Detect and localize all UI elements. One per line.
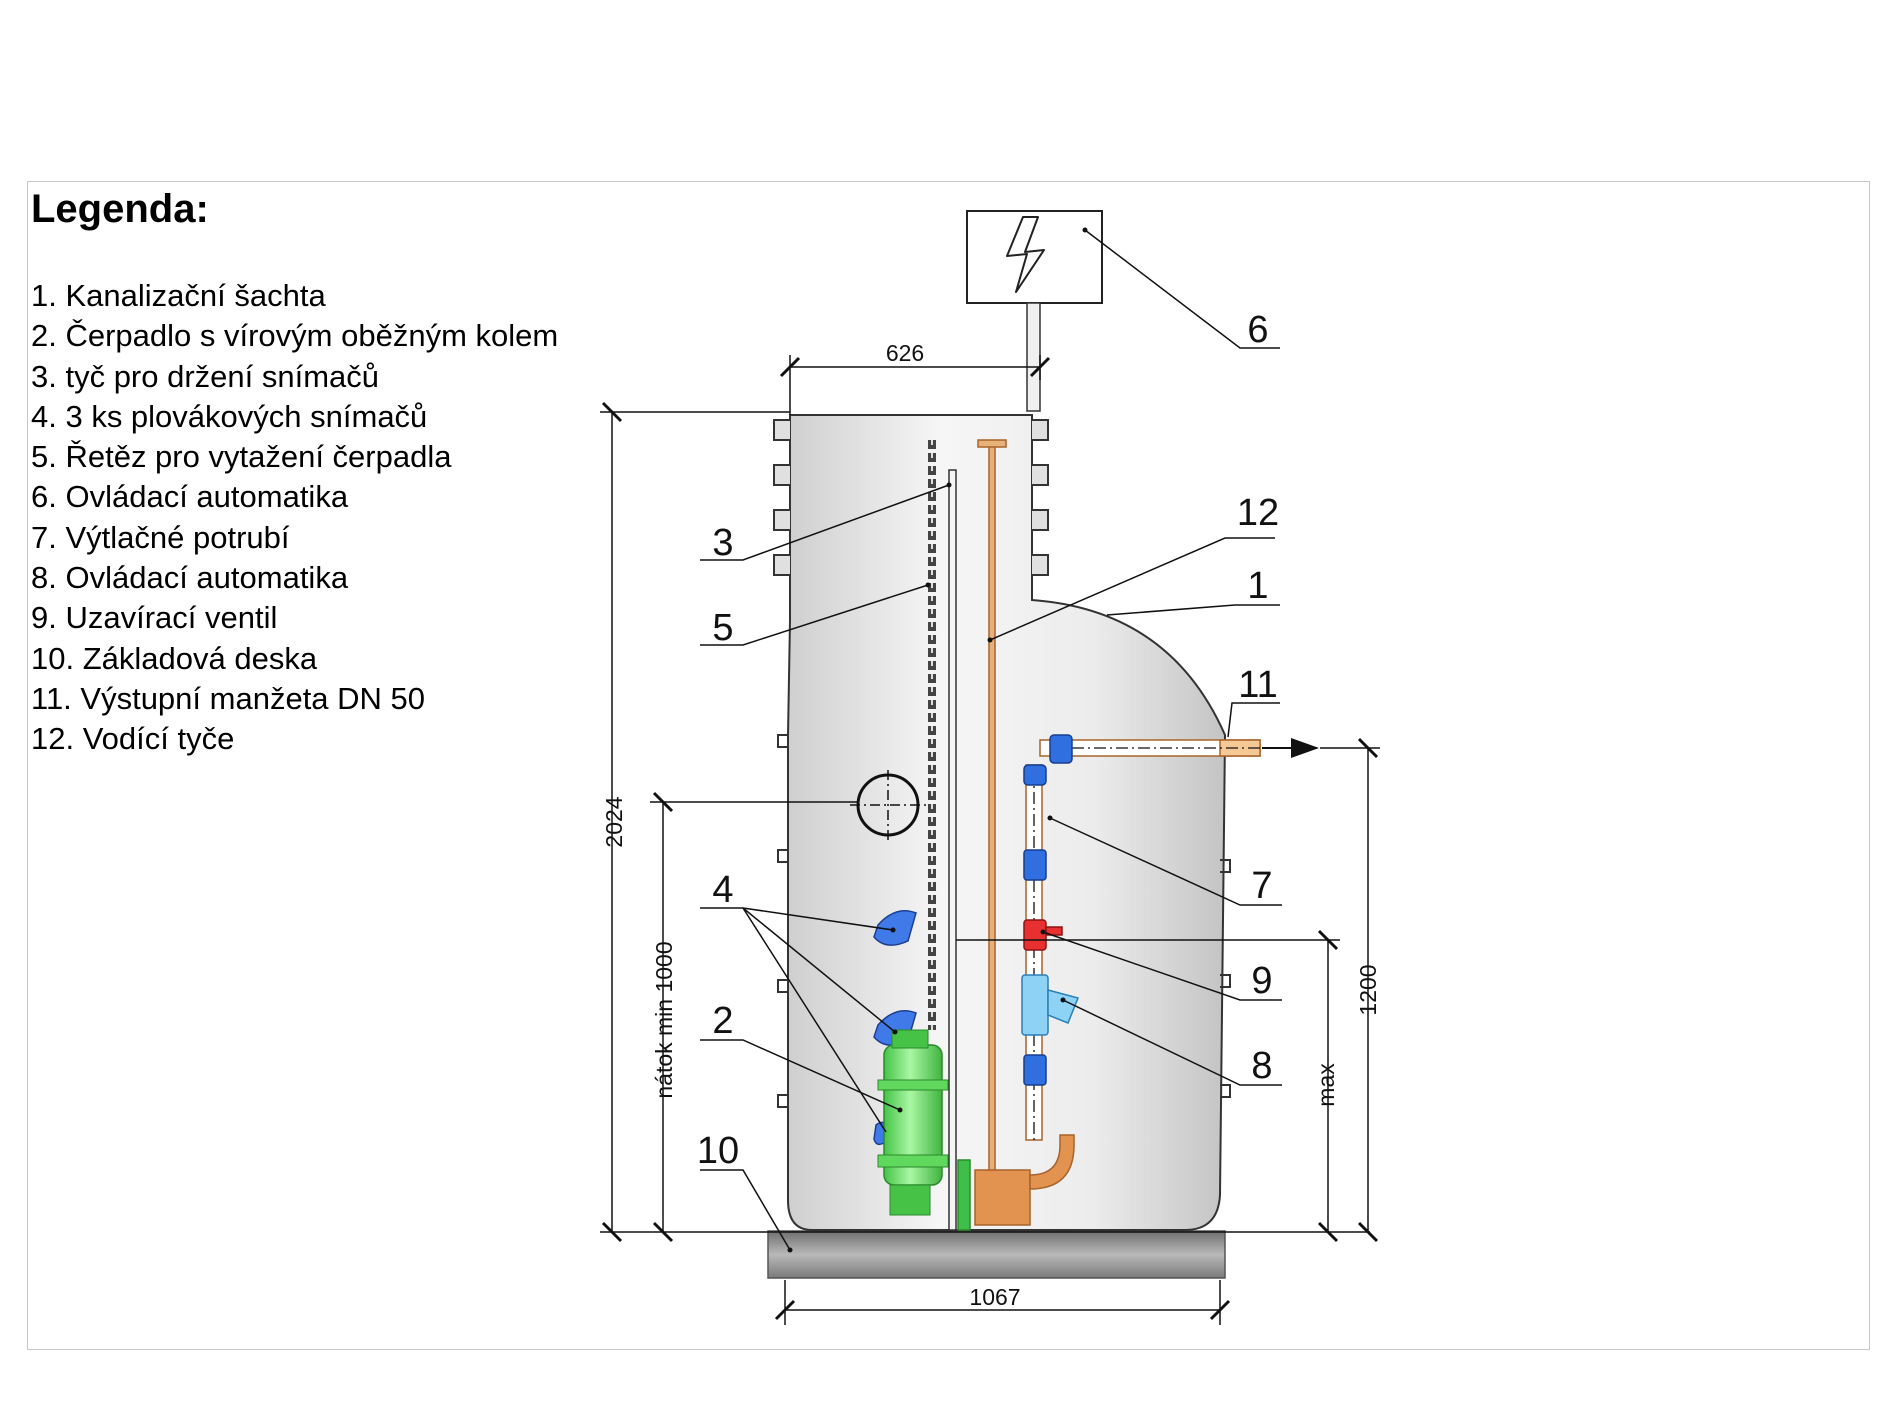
callout-3: 3 xyxy=(712,522,733,564)
dim-base-width: 1067 xyxy=(969,1284,1020,1310)
legend-item: 7. Výtlačné potrubí xyxy=(31,519,290,555)
callout-7: 7 xyxy=(1251,865,1272,907)
base-plate xyxy=(767,1230,1226,1279)
pump xyxy=(877,1029,949,1216)
legend-item: 3. tyč pro držení snímačů xyxy=(31,358,380,394)
pipe-couplings xyxy=(1023,734,1073,1086)
inflow-port xyxy=(850,770,926,840)
guide-rod xyxy=(988,444,996,1181)
dim-max-level: max xyxy=(1313,1063,1339,1107)
shaft-body xyxy=(787,414,1227,1231)
callout-12: 12 xyxy=(1237,492,1279,534)
legend-item: 5. Řetěz pro vytažení čerpadla xyxy=(31,439,452,475)
dim-top-width: 626 xyxy=(886,340,924,366)
body-ribs xyxy=(777,734,1231,1108)
control-box xyxy=(966,210,1103,412)
callout-5: 5 xyxy=(712,607,733,649)
dimension-lines xyxy=(600,355,1380,1325)
callout-8: 8 xyxy=(1251,1045,1272,1087)
neck-ribs xyxy=(773,419,1049,576)
legend-list: 1. Kanalizační šachta 2. Čerpadlo s víro… xyxy=(31,276,558,760)
callout-10: 10 xyxy=(697,1130,739,1172)
callout-1: 1 xyxy=(1247,565,1268,607)
legend-item: 2. Čerpadlo s vírovým oběžným kolem xyxy=(31,318,559,354)
callout-4: 4 xyxy=(712,869,733,911)
dim-outlet-height: 1200 xyxy=(1355,964,1381,1015)
drawing-frame xyxy=(27,181,1870,1350)
sensor-rod xyxy=(948,469,957,1231)
callout-9: 9 xyxy=(1251,960,1272,1002)
legend: Legenda: 1. Kanalizační šachta 2. Čerpad… xyxy=(31,186,558,760)
callout-leaders xyxy=(700,229,1282,1251)
legend-item: 10. Základová deska xyxy=(31,640,318,676)
check-valve xyxy=(1021,974,1080,1036)
discharge-base xyxy=(957,1134,1075,1231)
callout-dots xyxy=(787,227,1088,1253)
lightning-bolt-icon xyxy=(1006,216,1045,293)
float-sensors xyxy=(873,910,917,1146)
legend-item: 11. Výstupní manžeta DN 50 xyxy=(31,680,426,716)
legend-item: 4. 3 ks plovákových snímačů xyxy=(31,398,428,434)
legend-item: 12. Vodící tyče xyxy=(31,721,235,757)
legend-item: 9. Uzavírací ventil xyxy=(31,600,278,636)
legend-title: Legenda: xyxy=(31,187,209,231)
dim-inflow: nátok min 1000 xyxy=(651,941,677,1098)
dim-total-height: 2024 xyxy=(601,796,627,847)
shutoff-valve xyxy=(1023,919,1063,951)
callout-6: 6 xyxy=(1247,309,1268,351)
callout-2: 2 xyxy=(712,1000,733,1042)
legend-item: 6. Ovládací automatika xyxy=(31,479,349,515)
legend-item: 1. Kanalizační šachta xyxy=(31,278,326,313)
callout-11: 11 xyxy=(1238,664,1277,706)
legend-item: 8. Ovládací automatika xyxy=(31,560,349,596)
